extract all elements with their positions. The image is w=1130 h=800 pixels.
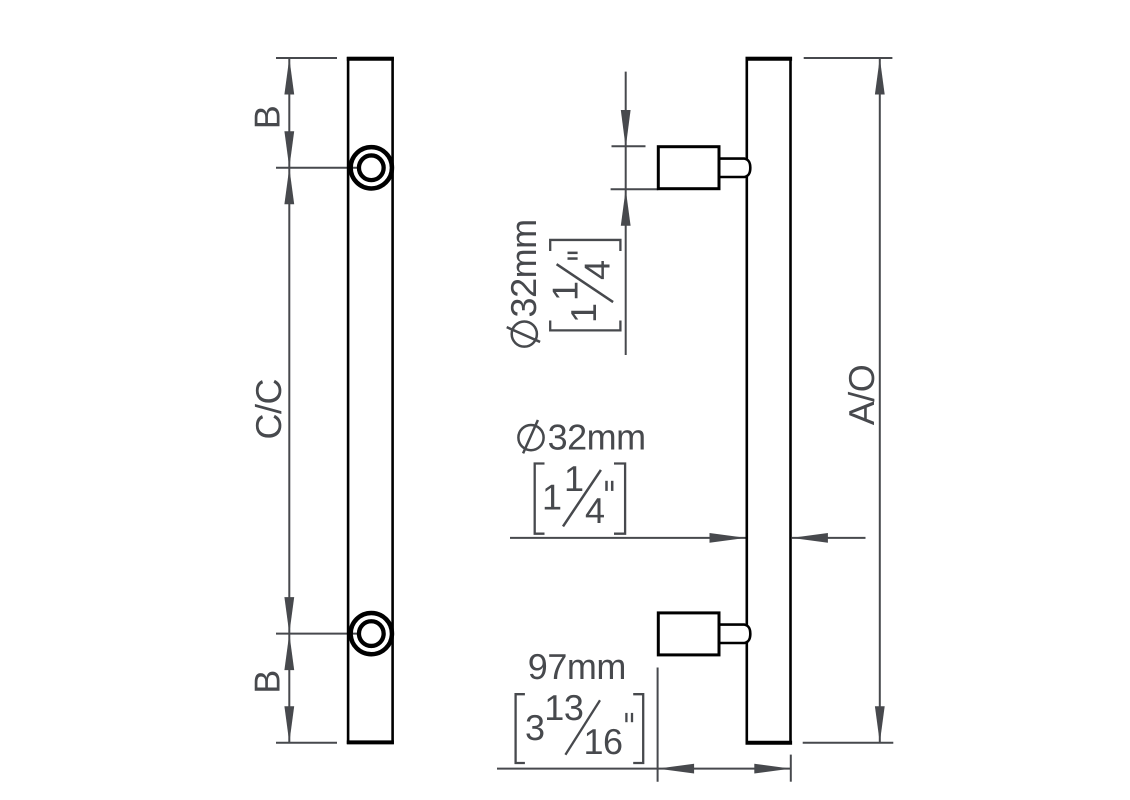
svg-text:32mm: 32mm — [548, 417, 646, 458]
svg-text:B: B — [247, 106, 288, 130]
svg-text:C/C: C/C — [248, 379, 289, 440]
svg-text:4: 4 — [585, 490, 605, 531]
svg-text:1: 1 — [542, 477, 562, 518]
svg-text:13: 13 — [544, 687, 583, 728]
svg-text:16: 16 — [584, 721, 623, 762]
svg-text:3: 3 — [525, 707, 545, 748]
svg-text:A/O: A/O — [841, 365, 882, 426]
svg-text:1: 1 — [564, 458, 584, 499]
svg-text:97mm: 97mm — [528, 646, 626, 687]
svg-text:B: B — [247, 670, 288, 694]
